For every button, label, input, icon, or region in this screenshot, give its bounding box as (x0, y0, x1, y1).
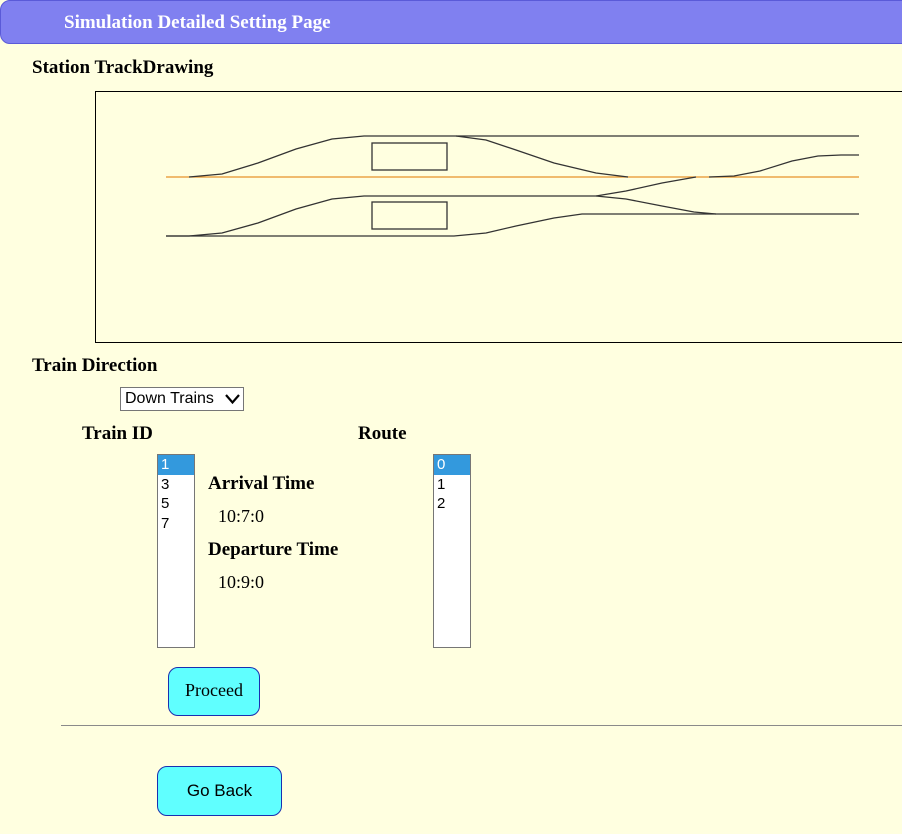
upper-platform (371, 142, 448, 171)
train-id-option[interactable]: 3 (161, 475, 170, 493)
divider (61, 725, 902, 726)
train-id-option[interactable]: 1 (158, 455, 194, 475)
train-id-label: Train ID (82, 423, 153, 444)
route-label: Route (358, 423, 407, 444)
proceed-button[interactable]: Proceed (168, 667, 260, 716)
lower-platform (371, 201, 448, 230)
route-option[interactable]: 2 (437, 495, 446, 512)
arrival-time-label: Arrival Time (208, 473, 315, 494)
upper-siding-track (188, 135, 859, 178)
station-track-drawing (95, 91, 902, 343)
lower-main-track (166, 213, 859, 237)
route-listbox[interactable]: 0 1 2 (433, 454, 471, 648)
upper-crossover-track (455, 135, 629, 178)
middle-crossover-track (595, 176, 697, 197)
chevron-down-icon (225, 394, 240, 405)
train-direction-select[interactable]: Down Trains (120, 387, 244, 411)
arrival-time-value: 10:7:0 (218, 506, 265, 526)
page-header: Simulation Detailed Setting Page (0, 0, 902, 44)
train-id-option[interactable]: 5 (161, 495, 170, 512)
middle-to-lower-crossover-track (595, 195, 717, 215)
departure-time-label: Departure Time (208, 539, 339, 560)
go-back-button[interactable]: Go Back (157, 766, 282, 816)
train-direction-label: Train Direction (32, 355, 158, 376)
train-id-option[interactable]: 7 (161, 514, 170, 532)
train-id-listbox[interactable]: 1 3 5 7 (157, 454, 195, 648)
departure-time-value: 10:9:0 (218, 572, 265, 592)
train-direction-value: Down Trains (125, 390, 214, 407)
track-diagram (166, 135, 859, 237)
page-title: Simulation Detailed Setting Page (64, 12, 331, 33)
track-drawing-label: Station TrackDrawing (32, 57, 214, 78)
route-option[interactable]: 0 (434, 455, 470, 475)
route-option[interactable]: 1 (437, 475, 446, 493)
right-branch-track (708, 154, 859, 178)
